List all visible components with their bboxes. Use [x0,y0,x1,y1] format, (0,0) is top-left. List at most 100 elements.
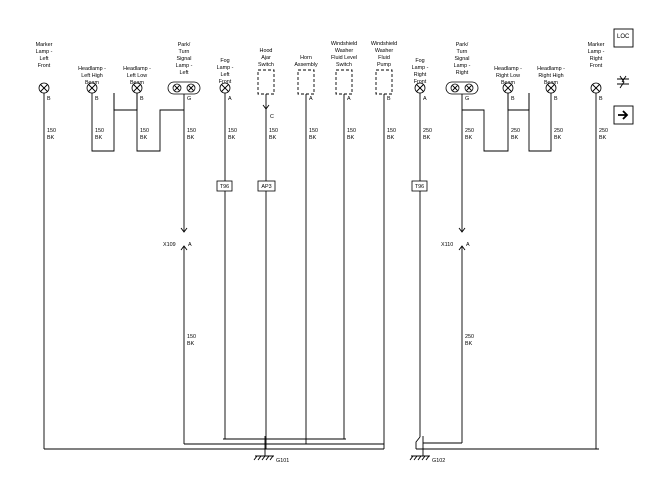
svg-text:250: 250 [465,334,474,340]
svg-text:T96: T96 [220,184,229,190]
label-line: Windshield [371,41,397,47]
label-line: Right High [538,73,563,79]
label-line: Windshield [331,41,357,47]
label-line: Front [38,63,51,69]
label-line: Park/ [178,42,191,48]
label-line: Left High [81,73,103,79]
splice-t96-right [411,180,428,192]
switch-box [335,69,353,95]
svg-text:BK: BK [387,135,395,141]
label-line: Headlamp - [123,66,151,72]
label-line: Right [590,56,603,62]
label-line: Fluid Level [331,55,357,61]
svg-text:BK: BK [554,135,562,141]
ground-label-g101: G101 [276,458,289,464]
svg-text:BK: BK [423,135,431,141]
loc-icon[interactable]: LOC [613,28,634,48]
label-line: Signal [455,56,470,62]
svg-text:BK: BK [465,135,473,141]
svg-text:A: A [309,96,313,102]
marker-lamp-left: Marker Lamp - Left Front B 150 BK [36,42,56,449]
svg-text:B: B [599,96,603,102]
label-line: Headlamp - [78,66,106,72]
svg-text:150: 150 [95,128,104,134]
splice-t96-left [216,180,233,192]
label-line: Switch [258,62,274,68]
label-line: Turn [457,49,468,55]
headlamp-right-high: Headlamp - Right High Beam B 250 BK [528,66,565,152]
svg-text:B: B [554,96,558,102]
svg-text:250: 250 [465,128,474,134]
svg-text:150: 150 [140,128,149,134]
svg-text:250: 250 [423,128,432,134]
fog-lamp-right: Fog Lamp - Right Front A 250 BK T96 [411,58,432,449]
headlamp-right-low: Headlamp - Right Low Beam B 250 BK [494,66,530,141]
horn-assembly: Horn Assembly A 150 BK [294,55,318,444]
svg-text:B: B [511,96,515,102]
headlamp-left-low: Headlamp - Left Low Beam B 150 BK [113,66,184,152]
label-line: Right Low [496,73,520,79]
label-line: Lamp - [588,49,605,55]
svg-text:150: 150 [187,128,196,134]
label-line: Right [414,72,427,78]
label-line: Marker [588,42,605,48]
marker-lamp-right: Marker Lamp - Right Front B 250 BK [588,42,608,449]
svg-text:150: 150 [269,128,278,134]
pin-label: B [47,96,51,102]
svg-text:BK: BK [187,135,195,141]
label-line: Washer [335,48,354,54]
svg-text:A: A [423,96,427,102]
svg-text:B: B [95,96,99,102]
label-line: Lamp - [36,49,53,55]
wiring-icon[interactable] [617,75,629,89]
splice-ap3 [257,180,276,192]
label-line: Fog [415,58,424,64]
label-line: Fluid [378,55,390,61]
park-turn-lamp-right: Park/ Turn Signal Lamp - Right G 250 BK … [441,42,509,443]
label-line: Horn [300,55,312,61]
label-line: Pump [377,62,391,68]
svg-text:B: B [140,96,144,102]
label-line: Left [40,56,49,62]
svg-text:A: A [228,96,232,102]
ground-g101: G101 [44,436,384,464]
svg-text:BK: BK [309,135,317,141]
svg-text:150: 150 [387,128,396,134]
label-line: Front [219,79,232,85]
svg-text:250: 250 [511,128,520,134]
headlamp-left-high: Headlamp - Left High Beam B 150 BK [78,66,115,152]
svg-text:BK: BK [47,135,55,141]
arrow-right-icon[interactable] [613,105,634,125]
label-line: Lamp - [454,63,471,69]
label-line: Left [221,72,230,78]
svg-text:A: A [466,242,470,248]
label-line: Marker [36,42,53,48]
ground-g102: G102 [409,436,599,464]
label-line: Lamp - [217,65,234,71]
label-line: Headlamp - [537,66,565,72]
svg-text:250: 250 [554,128,563,134]
park-turn-lamp-left: Park/ Turn Signal Lamp - Left G 150 BK X… [163,42,201,444]
washer-fluid-level-switch: Windshield Washer Fluid Level Switch A 1… [331,41,357,439]
svg-text:BK: BK [269,135,277,141]
svg-text:AP3: AP3 [261,184,271,190]
pump-box [375,69,393,95]
svg-text:A: A [188,242,192,248]
label-line: Lamp - [176,63,193,69]
label-line: Front [590,63,603,69]
svg-text:G: G [465,96,469,102]
ground-label-g102: G102 [432,458,445,464]
horn-box [297,69,315,95]
label-line: Park/ [456,42,469,48]
svg-text:BK: BK [465,341,473,347]
label-line: Signal [177,56,192,62]
fog-lamp-left: Fog Lamp - Left Front A 150 BK T96 [216,58,237,439]
label-line: Front [414,79,427,85]
svg-text:150: 150 [347,128,356,134]
svg-text:150: 150 [187,334,196,340]
label-line: Right [456,70,469,76]
svg-text:BK: BK [95,135,103,141]
hood-ajar-switch: Hood Ajar Switch C 150 BK AP3 [257,48,278,449]
